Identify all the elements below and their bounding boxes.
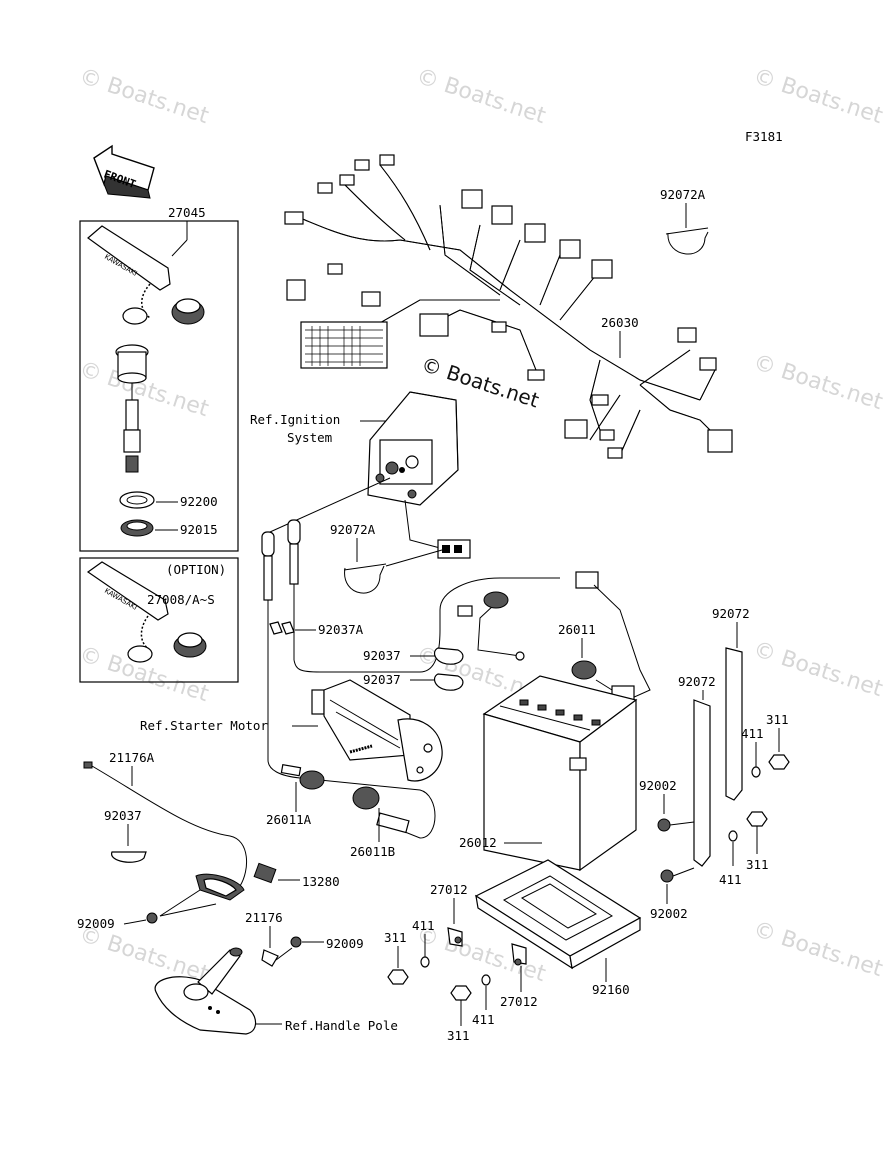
watermark: © Boats.net <box>750 350 886 415</box>
option-box <box>79 557 239 683</box>
part-label-26011: 26011 <box>558 622 596 637</box>
watermark: © Boats.net <box>413 64 549 129</box>
watermark: © Boats.net <box>750 637 886 702</box>
part-label-92160: 92160 <box>592 982 630 997</box>
part-label-92002-b: 92002 <box>650 906 688 921</box>
part-label-311-c: 311 <box>384 930 407 945</box>
part-label-92037-a: 92037 <box>363 648 401 663</box>
part-label-27012-b: 27012 <box>500 994 538 1009</box>
front-arrow-icon: FRONT <box>93 144 155 199</box>
part-label-27008: 27008/A~S <box>147 592 215 607</box>
part-label-92072A-top: 92072A <box>660 187 706 202</box>
option-label: (OPTION) <box>166 562 226 577</box>
part-label-26030: 26030 <box>601 315 639 330</box>
figure-code: F3181 <box>745 129 783 144</box>
part-label-21176A: 21176A <box>109 750 155 765</box>
bolts-92002: 92002 92002 <box>639 778 695 921</box>
part-label-92072A-mid: 92072A <box>330 522 376 537</box>
part-label-26012: 26012 <box>459 835 497 850</box>
ref-ignition-line2: System <box>287 430 332 445</box>
part-label-411-a: 411 <box>741 726 764 741</box>
ref-handle-pole: Ref.Handle Pole <box>285 1018 398 1033</box>
part-label-92015: 92015 <box>180 522 218 537</box>
starter-motor: Ref.Starter Motor 26011A 26011B <box>140 679 443 859</box>
part-label-411-d: 411 <box>472 1012 495 1027</box>
battery-cable-26011: 26011 <box>558 571 651 701</box>
part-label-27045: 27045 <box>168 205 206 220</box>
part-label-13280: 13280 <box>302 874 340 889</box>
battery-cables: 92037A <box>261 519 560 839</box>
clamp-92072A-top: 92072A <box>660 187 709 255</box>
brackets-lower: 27012 411 311 27012 411 311 <box>384 882 538 1043</box>
part-label-92002-a: 92002 <box>639 778 677 793</box>
battery: 26012 <box>459 675 638 872</box>
part-label-92072-a: 92072 <box>712 606 750 621</box>
part-label-26011B: 26011B <box>350 844 395 859</box>
part-label-21176: 21176 <box>245 910 283 925</box>
battery-straps: 92072 92072 <box>678 606 750 867</box>
part-label-311-b: 311 <box>746 857 769 872</box>
part-label-92009-b: 92009 <box>326 936 364 951</box>
watermark: © Boats.net <box>76 64 212 129</box>
clamp-92072A-mid: 92072A <box>330 522 443 594</box>
part-label-27012-a: 27012 <box>430 882 468 897</box>
part-label-92037A: 92037A <box>318 622 364 637</box>
ref-starter-motor: Ref.Starter Motor <box>140 718 268 733</box>
lanyard-wire: 21176A 92037 13280 92009 <box>77 750 340 931</box>
watermark: © Boats.net <box>750 64 886 129</box>
part-label-411-b: 411 <box>719 872 742 887</box>
part-label-311-a: 311 <box>766 712 789 727</box>
ref-ignition-line1: Ref.Ignition <box>250 412 340 427</box>
handle-pole: 21176 92009 Ref.Handle Pole <box>154 910 398 1035</box>
watermark: © Boats.net <box>750 917 886 982</box>
part-label-26011A: 26011A <box>266 812 312 827</box>
part-label-92037-c: 92037 <box>104 808 142 823</box>
clamp-92037-pair: 92037 92037 <box>363 647 464 691</box>
battery-tray: 92160 <box>474 859 642 997</box>
part-label-92037-b: 92037 <box>363 672 401 687</box>
nuts-washers-right: 311 411 311 411 <box>719 712 790 887</box>
ignition-relay: Ref.Ignition System <box>250 391 471 559</box>
part-label-92009-a: 92009 <box>77 916 115 931</box>
group-box <box>79 220 239 552</box>
part-label-411-c: 411 <box>412 918 435 933</box>
part-label-92072-b: 92072 <box>678 674 716 689</box>
wire-harness: 26030 <box>284 154 733 459</box>
part-label-92200: 92200 <box>180 494 218 509</box>
part-label-311-d: 311 <box>447 1028 470 1043</box>
